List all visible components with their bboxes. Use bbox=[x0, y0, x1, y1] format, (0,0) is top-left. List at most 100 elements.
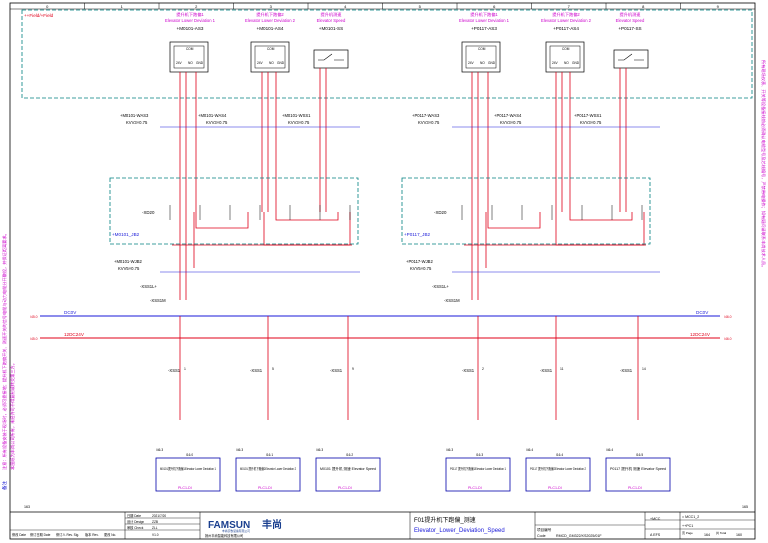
rev-value: V1.0 bbox=[152, 533, 159, 537]
jb-name: +P0117_JB2 bbox=[404, 232, 431, 237]
column-number: 4 bbox=[344, 4, 347, 9]
device-title-cn: 提升机下跑偏1 bbox=[176, 11, 204, 18]
device-box bbox=[613, 49, 649, 69]
cable-spec: KVV3×0.75 bbox=[126, 120, 148, 125]
cable-name: +P0117-WAS3 bbox=[412, 113, 440, 118]
column-number: 2 bbox=[195, 4, 198, 9]
terminal-label: GND bbox=[572, 61, 580, 65]
terminal-label: 24V bbox=[552, 61, 559, 65]
cable-name: +P0117-WSS1 bbox=[574, 113, 602, 118]
code-value: RMCD_GM322/XS2025/01F bbox=[556, 534, 602, 538]
plc-tag: PLC1-DI bbox=[468, 486, 482, 490]
wires bbox=[172, 68, 352, 420]
plc-tag: PLC1-DI bbox=[548, 486, 562, 490]
column-number: 9 bbox=[717, 4, 720, 9]
plc-input: /46.3 I16.1 M0101 提升机下跑偏2Elevator Lower … bbox=[235, 448, 301, 492]
total-value: 160 bbox=[736, 533, 742, 537]
plc-input: /46.3 I16.3 P0117 提升机下跑偏1Elevator Lower … bbox=[445, 448, 511, 492]
terminal-name: -XSS1 bbox=[330, 368, 343, 373]
device-title-en: Elevator Lower Deviation 1 bbox=[459, 18, 510, 23]
plc-input: /46.4 I16.5 P0117 提升机 测速 Elevator Speed … bbox=[605, 448, 671, 492]
check-value: ZLL bbox=[152, 526, 158, 530]
jb-cable-spec: KVV5×0.75 bbox=[118, 266, 140, 271]
terminal-label: COM bbox=[186, 47, 194, 51]
bus-dc0v-label-right: DC0V bbox=[696, 310, 709, 315]
device-title-en: Elevator Lower Deviation 1 bbox=[165, 18, 216, 23]
xss-lplus: -XSS1L+ bbox=[140, 284, 157, 289]
bus-ref-left-0v: /45.0 bbox=[30, 315, 38, 319]
device-tag: +M0101-SS bbox=[319, 26, 343, 31]
project-label: 项目编号 bbox=[537, 527, 552, 532]
group-m0101: 提升机下跑偏1 Elevator Lower Deviation 1 +M010… bbox=[109, 11, 381, 492]
jb-terminal: -XD20 bbox=[434, 210, 447, 215]
plc-text: P0117 提升机下跑偏2Elevator Lower Deviation 2 bbox=[530, 466, 586, 471]
device-tag: +M0101-AS4 bbox=[257, 26, 284, 31]
title-block: 修改 Date 修订日期 Date 修订人 Rev. Sig. 版本 Rev. … bbox=[10, 511, 755, 539]
plc-input: /46.4 I16.4 P0117 提升机下跑偏2Elevator Lower … bbox=[525, 448, 591, 492]
column-number: 7 bbox=[568, 4, 571, 9]
jb-cable-name: +M0101-WJB2 bbox=[114, 259, 142, 264]
device-box bbox=[545, 41, 585, 73]
jb-terminal: -XD20 bbox=[142, 210, 155, 215]
rev-label-5: 更改 No. bbox=[104, 532, 116, 537]
device-as3: 提升机下跑偏1 Elevator Lower Deviation 1 +M010… bbox=[165, 11, 216, 73]
device-tag: +P0117-AS3 bbox=[471, 26, 497, 31]
cable-spec: KVV3×0.75 bbox=[288, 120, 310, 125]
terminal-name: -XSS1 bbox=[620, 368, 633, 373]
plc-text: M0101 提升机 测速 Elevator Speed bbox=[320, 466, 376, 471]
junction-box bbox=[401, 177, 651, 245]
cable-name: +M0101-WSS1 bbox=[282, 113, 311, 118]
device-box bbox=[313, 49, 349, 69]
plc-slot: /46.4 bbox=[606, 448, 613, 452]
plc-text: P0117 提升机下跑偏1Elevator Lower Deviation 1 bbox=[450, 466, 506, 471]
device-ss: 提升机测速 Elevator Speed +M0101-SS bbox=[313, 11, 349, 69]
cable-name: +P0117-WAS4 bbox=[494, 113, 522, 118]
plc-box bbox=[155, 457, 221, 492]
bus-ref-right-0v: /46.0 bbox=[724, 315, 732, 319]
xss-m: -XSS1M bbox=[444, 298, 460, 303]
page-value: 164 bbox=[704, 533, 710, 537]
device-as4: 提升机下跑偏2 Elevator Lower Deviation 2 +M010… bbox=[245, 11, 296, 73]
plc-addr: I16.5 bbox=[636, 453, 643, 457]
device-title-en: Elevator Lower Deviation 2 bbox=[245, 18, 296, 23]
plc-slot: /46.3 bbox=[446, 448, 453, 452]
column-number: 3 bbox=[270, 4, 273, 9]
design-label: 设计 Design bbox=[127, 519, 144, 524]
company-address: 扬州丰尚智能科技有限公司 bbox=[205, 533, 243, 538]
plc-box bbox=[315, 457, 381, 492]
column-number: 0 bbox=[46, 4, 49, 9]
terminal-label: COM bbox=[267, 47, 275, 51]
plc-addr: I16.1 bbox=[266, 453, 273, 457]
bus-ref-left-24v: /45.0 bbox=[30, 337, 38, 341]
terminal-label: COM bbox=[562, 47, 570, 51]
terminal-label: NO bbox=[188, 61, 193, 65]
plc-text: M0101提升机下跑偏1Elevator Lower Deviation 1 bbox=[160, 466, 216, 471]
terminal-label: GND bbox=[488, 61, 496, 65]
plc-slot: /46.4 bbox=[526, 448, 533, 452]
device-title-en: Elevator Lower Deviation 2 bbox=[541, 18, 592, 23]
terminal-label: COM bbox=[478, 47, 486, 51]
terminal-num: 9 bbox=[352, 367, 354, 371]
bus-dc24v-label-left: 12DC24V bbox=[64, 332, 85, 337]
column-number: 1 bbox=[121, 4, 124, 9]
plc-input: /46.3 I16.0 M0101提升机下跑偏1Elevator Lower D… bbox=[155, 448, 221, 492]
plc-box bbox=[445, 457, 511, 492]
field-area bbox=[21, 9, 753, 99]
terminal-name: -XSS1 bbox=[250, 368, 263, 373]
cabinet-sub: ++PC1 bbox=[682, 524, 693, 528]
plc-addr: I16.4 bbox=[556, 453, 563, 457]
device-title-en: Elevator Speed bbox=[317, 18, 346, 23]
plc-input: /46.3 I16.2 M0101 提升机 测速 Elevator Speed … bbox=[315, 448, 381, 492]
device-tag: +P0117-SS bbox=[618, 26, 641, 31]
switch-symbol bbox=[618, 53, 644, 61]
device-title-cn: 提升机测速 bbox=[620, 11, 642, 18]
page-next: 165 bbox=[742, 505, 748, 509]
cable-spec: KVV3×0.75 bbox=[418, 120, 440, 125]
bus-dc0v-label-left: DC0V bbox=[64, 310, 77, 315]
company-sub: 丰尚农牧装备有限公司 bbox=[222, 529, 250, 533]
cabinet: +MCC bbox=[650, 517, 661, 521]
xss-lplus: -XSS1L+ bbox=[432, 284, 449, 289]
column-number: 6 bbox=[493, 4, 496, 9]
column-number: 5 bbox=[419, 4, 422, 9]
plc-slot: /46.3 bbox=[236, 448, 243, 452]
